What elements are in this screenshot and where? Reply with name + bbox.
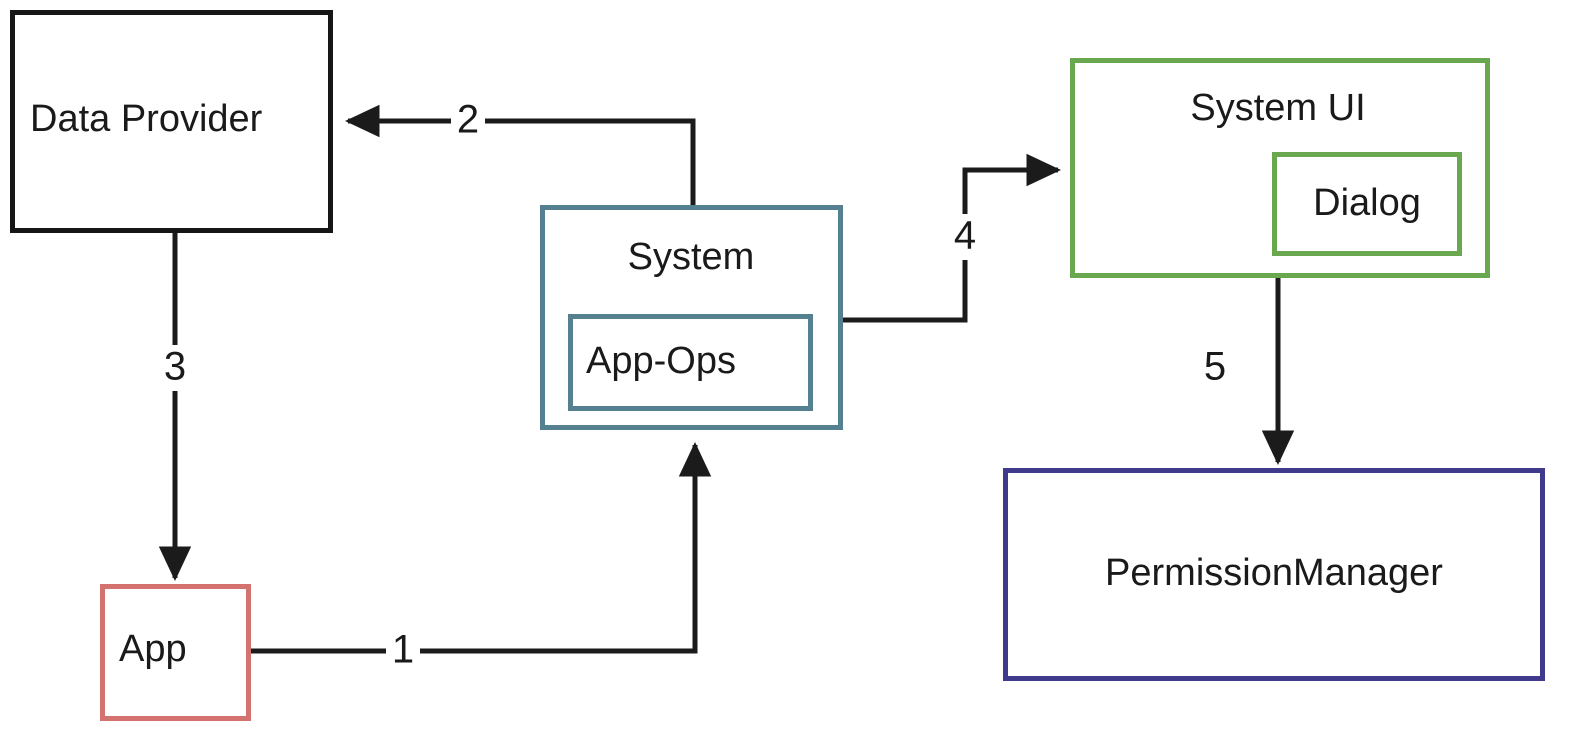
edge-labels-layer: 1 2 3 4 5 — [158, 98, 1232, 674]
edge-label-3: 3 — [164, 345, 186, 389]
node-app-box[interactable] — [100, 584, 251, 721]
edge-2-line — [345, 104, 696, 205]
node-system-ui-label: System UI — [1190, 87, 1365, 129]
node-app-label: App — [119, 628, 187, 670]
node-app[interactable]: App — [100, 584, 251, 721]
edge-3-label-halo — [158, 345, 192, 391]
edge-4-label-halo — [948, 214, 982, 260]
edge-label-2: 2 — [457, 98, 479, 142]
edge-1-label-halo — [386, 628, 420, 674]
node-app-ops-box[interactable] — [568, 314, 813, 411]
node-permission-manager-label: PermissionManager — [1105, 552, 1443, 594]
edge-label-4: 4 — [954, 214, 976, 258]
node-app-ops-label: App-Ops — [586, 340, 736, 382]
edge-5-label-halo — [1198, 345, 1232, 391]
edge-1-line — [251, 442, 712, 654]
node-data-provider[interactable]: Data Provider — [10, 10, 333, 233]
node-dialog[interactable]: Dialog — [1272, 152, 1462, 256]
node-permission-manager[interactable]: PermissionManager — [1003, 468, 1545, 681]
node-permission-manager-box[interactable] — [1003, 468, 1545, 681]
node-data-provider-box[interactable] — [10, 10, 333, 233]
edge-label-1: 1 — [392, 628, 414, 672]
node-system-label: System — [628, 236, 755, 278]
node-data-provider-label: Data Provider — [30, 98, 263, 140]
edge-label-5: 5 — [1204, 345, 1226, 389]
node-dialog-label: Dialog — [1313, 182, 1421, 224]
edge-2-label-halo — [451, 98, 485, 144]
node-app-ops[interactable]: App-Ops — [568, 314, 813, 411]
node-dialog-box[interactable] — [1272, 152, 1462, 256]
